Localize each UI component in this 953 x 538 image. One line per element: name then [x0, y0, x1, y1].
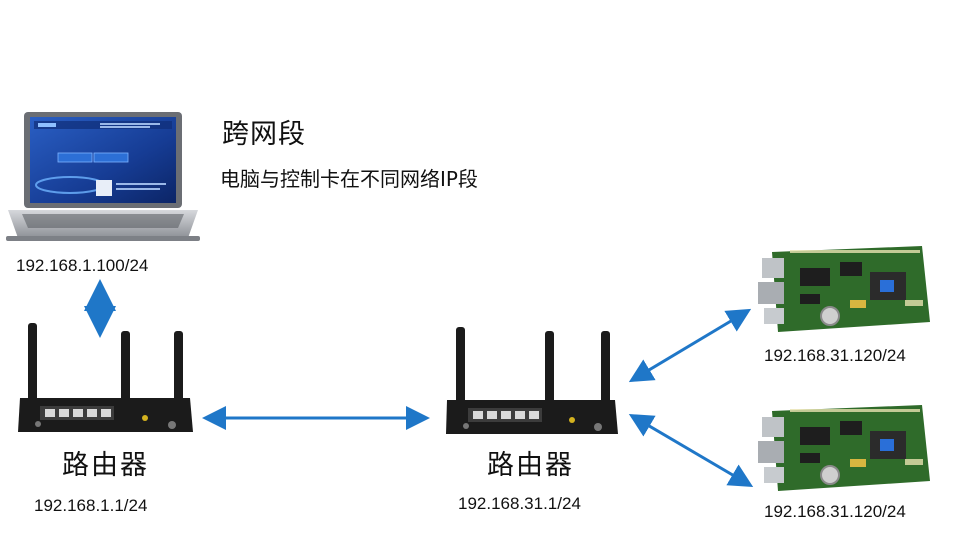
laptop-ip-label: 192.168.1.100/24 — [16, 256, 149, 275]
router-left-ip-label: 192.168.1.1/24 — [34, 496, 148, 515]
card-bottom-ip-label: 192.168.31.120/24 — [764, 502, 906, 521]
router-left-label: 路由器 — [62, 450, 149, 481]
laptop-icon — [6, 112, 200, 241]
router-right-icon — [446, 327, 618, 434]
router-left-icon — [18, 323, 193, 432]
router-card-top-arrow — [628, 308, 752, 383]
control-card-top-icon — [758, 246, 930, 332]
router-card-bottom-arrow — [628, 413, 754, 488]
diagram-subtitle: 电脑与控制卡在不同网络IP段 — [220, 167, 478, 191]
diagram-title: 跨网段 — [222, 119, 306, 150]
router-right-ip-label: 192.168.31.1/24 — [458, 494, 581, 513]
card-top-ip-label: 192.168.31.120/24 — [764, 346, 906, 365]
router-right-label: 路由器 — [487, 450, 574, 481]
control-card-bottom-icon — [758, 405, 930, 491]
